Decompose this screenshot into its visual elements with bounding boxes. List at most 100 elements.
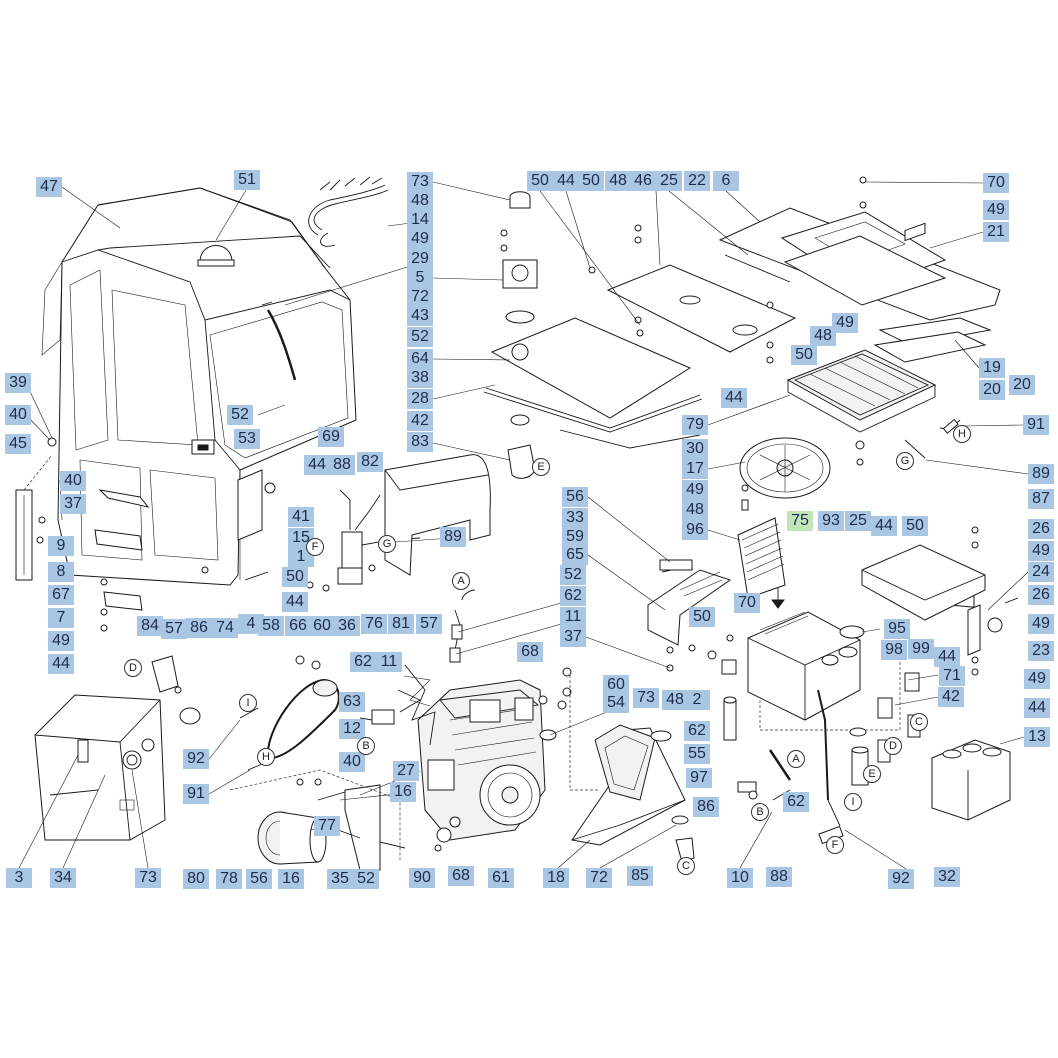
part-callout-96[interactable]: 96 xyxy=(682,520,708,540)
part-callout-62[interactable]: 62 xyxy=(560,586,586,606)
part-callout-41[interactable]: 41 xyxy=(288,507,314,527)
part-callout-49[interactable]: 49 xyxy=(1028,614,1054,634)
part-callout-40[interactable]: 40 xyxy=(60,471,86,491)
part-callout-78[interactable]: 78 xyxy=(216,869,242,889)
part-callout-44[interactable]: 44 xyxy=(282,592,308,612)
part-callout-20[interactable]: 20 xyxy=(1009,375,1035,395)
part-callout-39[interactable]: 39 xyxy=(5,373,31,393)
part-callout-44[interactable]: 44 xyxy=(48,654,74,674)
part-callout-29[interactable]: 29 xyxy=(407,249,433,269)
part-callout-57[interactable]: 57 xyxy=(161,619,187,639)
part-callout-34[interactable]: 34 xyxy=(50,868,76,888)
part-callout-5[interactable]: 5 xyxy=(407,268,433,288)
part-callout-91[interactable]: 91 xyxy=(183,784,209,804)
part-callout-16[interactable]: 16 xyxy=(390,782,416,802)
part-callout-46[interactable]: 46 xyxy=(630,171,656,191)
part-callout-44[interactable]: 44 xyxy=(553,171,579,191)
part-callout-88[interactable]: 88 xyxy=(329,455,355,475)
part-callout-95[interactable]: 95 xyxy=(884,619,910,639)
part-callout-49[interactable]: 49 xyxy=(407,229,433,249)
part-callout-70[interactable]: 70 xyxy=(734,593,760,613)
part-callout-16[interactable]: 16 xyxy=(278,869,304,889)
part-callout-33[interactable]: 33 xyxy=(562,508,588,528)
part-callout-87[interactable]: 87 xyxy=(1028,489,1054,509)
part-callout-81[interactable]: 81 xyxy=(388,614,414,634)
part-callout-21[interactable]: 21 xyxy=(983,222,1009,242)
part-callout-11[interactable]: 11 xyxy=(376,652,402,672)
part-callout-48[interactable]: 48 xyxy=(407,191,433,211)
part-callout-49[interactable]: 49 xyxy=(1024,669,1050,689)
part-callout-18[interactable]: 18 xyxy=(543,868,569,888)
part-callout-25[interactable]: 25 xyxy=(656,171,682,191)
part-callout-62[interactable]: 62 xyxy=(350,652,376,672)
part-callout-44[interactable]: 44 xyxy=(871,516,897,536)
part-callout-71[interactable]: 71 xyxy=(939,666,965,686)
part-callout-12[interactable]: 12 xyxy=(339,719,365,739)
part-callout-49[interactable]: 49 xyxy=(832,313,858,333)
part-callout-43[interactable]: 43 xyxy=(407,306,433,326)
part-callout-49[interactable]: 49 xyxy=(983,200,1009,220)
part-callout-42[interactable]: 42 xyxy=(938,687,964,707)
part-callout-73[interactable]: 73 xyxy=(135,868,161,888)
part-callout-40[interactable]: 40 xyxy=(5,405,31,425)
part-callout-60[interactable]: 60 xyxy=(603,675,629,695)
part-callout-58[interactable]: 58 xyxy=(258,616,284,636)
part-callout-48[interactable]: 48 xyxy=(605,171,631,191)
part-callout-90[interactable]: 90 xyxy=(409,868,435,888)
part-callout-37[interactable]: 37 xyxy=(560,627,586,647)
part-callout-88[interactable]: 88 xyxy=(766,867,792,887)
part-callout-49[interactable]: 49 xyxy=(682,480,708,500)
part-callout-74[interactable]: 74 xyxy=(212,618,238,638)
part-callout-44[interactable]: 44 xyxy=(1024,698,1050,718)
part-callout-3[interactable]: 3 xyxy=(6,868,32,888)
part-callout-54[interactable]: 54 xyxy=(603,693,629,713)
part-callout-37[interactable]: 37 xyxy=(60,494,86,514)
part-callout-72[interactable]: 72 xyxy=(586,868,612,888)
part-callout-51[interactable]: 51 xyxy=(234,170,260,190)
part-callout-56[interactable]: 56 xyxy=(246,869,272,889)
part-callout-63[interactable]: 63 xyxy=(339,692,365,712)
part-callout-92[interactable]: 92 xyxy=(183,749,209,769)
part-callout-55[interactable]: 55 xyxy=(684,744,710,764)
part-callout-68[interactable]: 68 xyxy=(448,866,474,886)
part-callout-53[interactable]: 53 xyxy=(234,429,260,449)
part-callout-49[interactable]: 49 xyxy=(48,631,74,651)
part-callout-60[interactable]: 60 xyxy=(309,616,335,636)
part-callout-48[interactable]: 48 xyxy=(810,326,836,346)
part-callout-86[interactable]: 86 xyxy=(186,618,212,638)
part-callout-4[interactable]: 4 xyxy=(238,614,264,634)
part-callout-52[interactable]: 52 xyxy=(353,869,379,889)
part-callout-67[interactable]: 67 xyxy=(48,585,74,605)
part-callout-44[interactable]: 44 xyxy=(934,647,960,667)
part-callout-61[interactable]: 61 xyxy=(488,868,514,888)
part-callout-62[interactable]: 62 xyxy=(783,792,809,812)
part-callout-52[interactable]: 52 xyxy=(560,565,586,585)
part-callout-80[interactable]: 80 xyxy=(183,869,209,889)
part-callout-73[interactable]: 73 xyxy=(407,172,433,192)
part-callout-27[interactable]: 27 xyxy=(393,761,419,781)
part-callout-72[interactable]: 72 xyxy=(407,287,433,307)
part-callout-23[interactable]: 23 xyxy=(1028,641,1054,661)
part-callout-89[interactable]: 89 xyxy=(1028,464,1054,484)
part-callout-91[interactable]: 91 xyxy=(1023,415,1049,435)
part-callout-50[interactable]: 50 xyxy=(282,567,308,587)
part-callout-84[interactable]: 84 xyxy=(137,616,163,636)
part-callout-76[interactable]: 76 xyxy=(361,614,387,634)
part-callout-82[interactable]: 82 xyxy=(357,452,383,472)
part-callout-32[interactable]: 32 xyxy=(934,867,960,887)
part-callout-26[interactable]: 26 xyxy=(1028,519,1054,539)
part-callout-45[interactable]: 45 xyxy=(5,434,31,454)
part-callout-38[interactable]: 38 xyxy=(407,368,433,388)
part-callout-50[interactable]: 50 xyxy=(578,171,604,191)
part-callout-13[interactable]: 13 xyxy=(1024,727,1050,747)
part-callout-40[interactable]: 40 xyxy=(339,752,365,772)
part-callout-2[interactable]: 2 xyxy=(684,690,710,710)
part-callout-44[interactable]: 44 xyxy=(304,455,330,475)
part-callout-30[interactable]: 30 xyxy=(682,439,708,459)
part-callout-98[interactable]: 98 xyxy=(881,640,907,660)
part-callout-6[interactable]: 6 xyxy=(713,171,739,191)
part-callout-50[interactable]: 50 xyxy=(791,345,817,365)
part-callout-25[interactable]: 25 xyxy=(845,511,871,531)
part-callout-59[interactable]: 59 xyxy=(562,527,588,547)
part-callout-86[interactable]: 86 xyxy=(693,797,719,817)
